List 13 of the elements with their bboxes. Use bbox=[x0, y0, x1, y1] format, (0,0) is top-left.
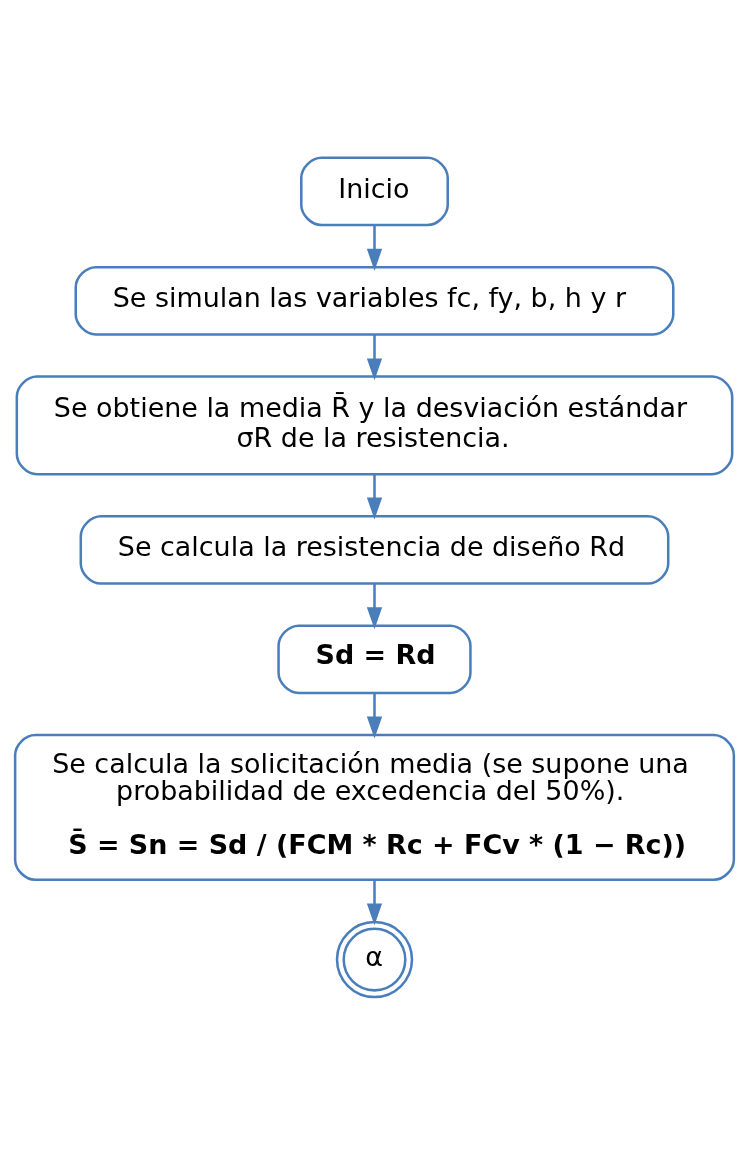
node-box: Sd = Rd bbox=[277, 623, 472, 694]
arrow bbox=[366, 473, 383, 519]
arrow bbox=[366, 224, 383, 271]
node-circle: α bbox=[335, 920, 414, 998]
node-box: Se calcula la solicitación media (se supone una probabilidad de excedencia del 50%). S̄ = Sn = Sd / (FCM * Rc + FCv * (1 − Rc)) bbox=[13, 733, 736, 881]
arrow bbox=[366, 692, 383, 738]
node-box: Se simulan las variables fc, fy, b, h y r bbox=[74, 265, 675, 336]
arrow bbox=[366, 879, 383, 925]
arrow bbox=[366, 583, 383, 629]
arrow bbox=[366, 334, 383, 380]
node-box: Se calcula la resistencia de diseño Rd bbox=[79, 514, 670, 585]
node-box: Inicio bbox=[300, 155, 449, 226]
node-box: Se obtiene la media R̄ y la desviación estándar σR de la resistencia. bbox=[15, 374, 734, 475]
